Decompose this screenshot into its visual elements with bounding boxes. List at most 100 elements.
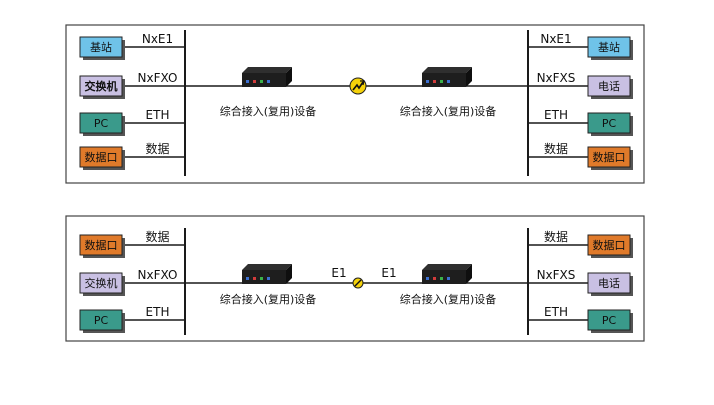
left-endpoint-box: 数据口 bbox=[79, 146, 125, 170]
box-label: 电话 bbox=[598, 80, 620, 93]
box-body bbox=[587, 234, 631, 256]
left-endpoint-box: 基站 bbox=[79, 36, 125, 60]
device-port-led bbox=[253, 80, 256, 83]
e1-icon-slash bbox=[354, 279, 362, 287]
left-interface-label: NxFXO bbox=[138, 71, 178, 85]
link-right-label: E1 bbox=[381, 266, 396, 280]
device-side bbox=[286, 264, 292, 284]
left-interface-label: ETH bbox=[146, 305, 170, 319]
box-label: PC bbox=[94, 117, 109, 130]
device-port-led bbox=[267, 80, 270, 83]
box-body bbox=[587, 309, 631, 331]
device-port-led bbox=[433, 277, 436, 280]
box-body bbox=[587, 75, 631, 97]
box-body bbox=[79, 234, 123, 256]
box-body bbox=[587, 146, 631, 168]
fiber-icon-arrow bbox=[360, 80, 365, 86]
device-left-label: 综合接入(复用)设备 bbox=[220, 104, 317, 118]
device-port-led bbox=[426, 277, 429, 280]
left-interface-label: 数据 bbox=[145, 141, 169, 156]
right-interface-label: NxFXS bbox=[537, 268, 576, 282]
box-body bbox=[79, 146, 123, 168]
box-label: 交换机 bbox=[85, 79, 118, 93]
box-label: 电话 bbox=[598, 277, 620, 290]
right-endpoint-box: PC bbox=[587, 309, 633, 333]
device-port-led bbox=[440, 277, 443, 280]
fiber-icon-bolt bbox=[352, 81, 364, 91]
left-interface-label: NxE1 bbox=[142, 32, 173, 46]
right-interface-label: ETH bbox=[544, 108, 568, 122]
device-top bbox=[242, 264, 292, 270]
box-body bbox=[587, 272, 631, 294]
right-endpoint-box: 电话 bbox=[587, 75, 633, 99]
device-side bbox=[286, 67, 292, 87]
device-port-led bbox=[433, 80, 436, 83]
box-label: PC bbox=[94, 314, 109, 327]
box-body bbox=[79, 36, 123, 58]
box-body bbox=[587, 36, 631, 58]
box-body bbox=[79, 75, 123, 97]
multiplexer-device-left bbox=[242, 67, 292, 87]
device-side bbox=[466, 67, 472, 87]
device-port-led bbox=[246, 277, 249, 280]
box-body bbox=[79, 112, 123, 134]
multiplexer-device-left bbox=[242, 264, 292, 284]
device-port-led bbox=[260, 277, 263, 280]
device-front bbox=[242, 270, 286, 284]
e1-link-icon bbox=[352, 277, 364, 289]
device-front bbox=[242, 73, 286, 87]
device-port-led bbox=[253, 277, 256, 280]
right-interface-label: NxFXS bbox=[537, 71, 576, 85]
box-label: 数据口 bbox=[593, 150, 626, 164]
left-endpoint-box: 数据口 bbox=[79, 234, 125, 258]
right-endpoint-box: 数据口 bbox=[587, 234, 633, 258]
device-side bbox=[466, 264, 472, 284]
box-label: 基站 bbox=[598, 40, 620, 54]
multiplexer-device-right bbox=[422, 67, 472, 87]
box-label: 数据口 bbox=[85, 150, 118, 164]
right-interface-label: ETH bbox=[544, 305, 568, 319]
left-interface-label: 数据 bbox=[145, 229, 169, 244]
right-endpoint-box: 基站 bbox=[587, 36, 633, 60]
fiber-icon bbox=[349, 77, 367, 95]
right-interface-label: 数据 bbox=[544, 141, 568, 156]
left-endpoint-box: 交换机 bbox=[79, 75, 125, 99]
box-label: 基站 bbox=[90, 40, 112, 54]
panel-frame bbox=[65, 24, 645, 184]
box-label: PC bbox=[602, 314, 617, 327]
left-interface-label: NxFXO bbox=[138, 268, 178, 282]
device-top bbox=[242, 67, 292, 73]
device-front bbox=[422, 270, 466, 284]
device-top bbox=[422, 67, 472, 73]
right-endpoint-box: PC bbox=[587, 112, 633, 136]
device-port-led bbox=[246, 80, 249, 83]
right-interface-label: 数据 bbox=[544, 229, 568, 244]
panel-2: 数据 NxFXO ETH 数据 NxFXS ETH 综合接入(复用)设备 综合接入(复用)设备… bbox=[65, 215, 645, 342]
device-top bbox=[422, 264, 472, 270]
device-right-label: 综合接入(复用)设备 bbox=[400, 104, 497, 118]
left-endpoint-box: PC bbox=[79, 309, 125, 333]
link-left-label: E1 bbox=[331, 266, 346, 280]
box-label: 数据口 bbox=[85, 238, 118, 252]
device-right-label: 综合接入(复用)设备 bbox=[400, 292, 497, 306]
device-front bbox=[422, 73, 466, 87]
right-endpoint-box: 数据口 bbox=[587, 146, 633, 170]
device-left-label: 综合接入(复用)设备 bbox=[220, 292, 317, 306]
box-body bbox=[79, 272, 123, 294]
right-endpoint-box: 电话 bbox=[587, 272, 633, 296]
right-interface-label: NxE1 bbox=[540, 32, 571, 46]
left-interface-label: ETH bbox=[146, 108, 170, 122]
left-endpoint-box: 交换机 bbox=[79, 272, 125, 296]
device-port-led bbox=[447, 277, 450, 280]
box-label: 数据口 bbox=[593, 238, 626, 252]
multiplexer-device-right bbox=[422, 264, 472, 284]
device-port-led bbox=[440, 80, 443, 83]
box-body bbox=[79, 309, 123, 331]
device-port-led bbox=[426, 80, 429, 83]
left-endpoint-box: PC bbox=[79, 112, 125, 136]
device-port-led bbox=[447, 80, 450, 83]
box-label: PC bbox=[602, 117, 617, 130]
box-body bbox=[587, 112, 631, 134]
